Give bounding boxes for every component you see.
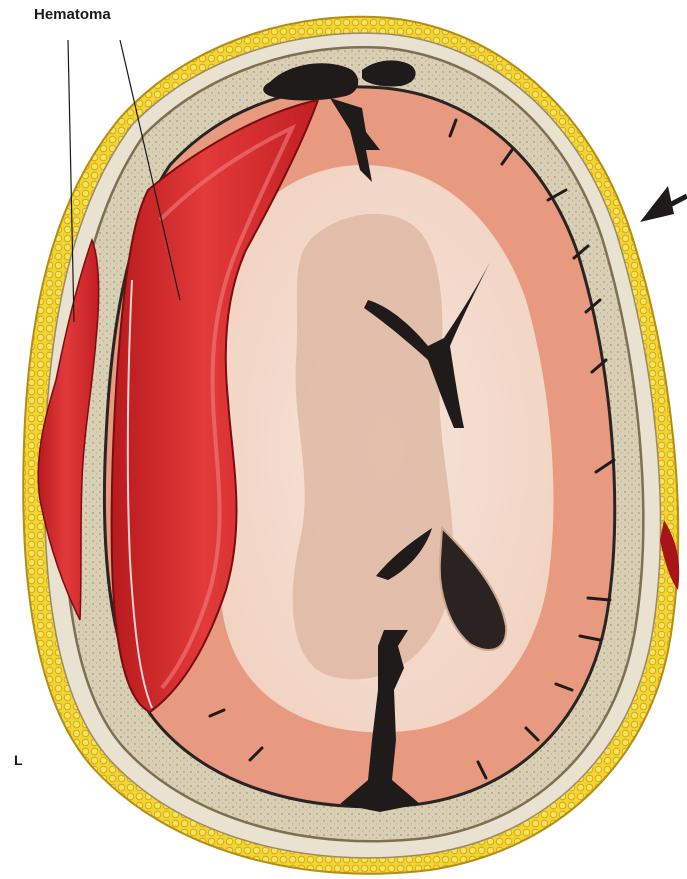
arrow-icon <box>640 186 687 222</box>
